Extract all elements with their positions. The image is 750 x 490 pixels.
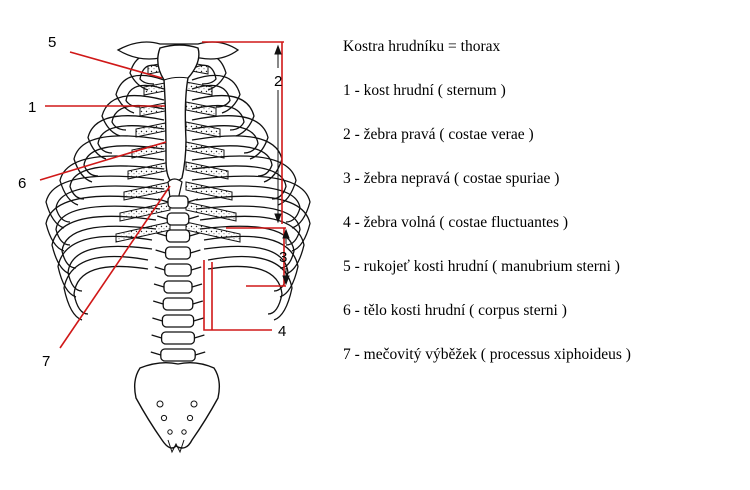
callout-number-2: 2 [274,73,282,90]
callout-number-4: 4 [278,323,286,340]
rib-left-inner [195,205,301,246]
vertebra [163,280,193,294]
rib-right [101,94,165,137]
rib-right [63,255,149,321]
callout-number-5: 5 [48,34,56,51]
legend-item-7: 7 - mečovitý výběžek ( processus xiphoid… [343,346,631,363]
rib-right [115,74,165,114]
rib-right [45,175,165,229]
rib-right [87,115,165,160]
vertebra-process [153,283,203,288]
rib-left [191,115,269,160]
rib-right [59,155,165,206]
legend: Kostra hrudníku = thorax 1 - kost hrudní… [343,36,743,388]
legend-item-1: 1 - kost hrudní ( sternum ) [343,82,506,99]
rib-left-inner [191,145,273,177]
rib-left [207,255,293,321]
vertebra-process [154,266,202,271]
rib-left-inner [191,84,231,108]
vertebra-process [157,198,199,203]
rib-right-inner [55,185,165,223]
sacral-foramina [156,400,198,454]
vertebra [164,263,192,277]
thorax-skeleton-diagram: 5 1 6 7 2 3 4 [18,34,311,454]
vertebra-process [153,300,203,305]
rib-left-inner [203,245,289,292]
rib-cage [45,54,311,321]
vertebra [160,331,196,345]
vertebra-process [151,334,205,339]
vertebra-process [157,215,199,220]
rib-right-inner [97,125,165,154]
rib-right [51,215,157,275]
callout-line-4 [203,260,272,331]
vertebra [166,212,190,226]
legend-item-3: 3 - žebra nepravá ( costae spuriae ) [343,170,560,187]
vertebra-process [152,317,204,322]
range-arrows [274,44,290,286]
cartilage-left [185,141,225,159]
vertebra [167,195,189,209]
vertebra-process [155,249,201,254]
legend-item-6: 6 - tělo kosti hrudní ( corpus sterni ) [343,302,567,319]
cartilage-left [185,221,241,243]
rib-left [191,175,311,229]
rib-left [195,195,311,252]
legend-item-2: 2 - žebra pravá ( costae verae ) [343,126,534,143]
rib-left-inner [191,104,245,131]
rib-right [45,195,161,252]
rib-right-inner [83,145,165,177]
vertebra [164,246,192,260]
legend-item-5: 5 - rukojeť kosti hrudní ( manubrium ste… [343,258,620,275]
vertebra [160,348,196,362]
rib-left [191,155,297,206]
rib-right-inner [69,165,165,200]
cartilage-right [127,161,171,180]
callout-line-6 [39,141,167,181]
vertebra [162,297,194,311]
vertebral-column [150,195,206,362]
rib-left [199,215,305,275]
cartilage-left [185,161,229,180]
callout-line-7 [59,185,171,349]
cartilage-right [135,121,171,138]
rib-right [57,235,153,298]
legend-title: Kostra hrudníku = thorax [343,38,501,55]
cartilage-left [185,121,221,138]
rib-left-inner [207,265,283,315]
rib-left-inner [191,125,259,154]
legend-item-4: 4 - žebra volná ( costae fluctuantes ) [343,214,569,231]
cartilage-right [115,221,171,243]
cartilage-left [185,101,217,117]
sternum [157,44,200,185]
sacrum [133,361,221,449]
callout-line-5 [69,51,163,79]
rib-right-inner [55,205,161,246]
vertebra-process [156,232,200,237]
rib-left [191,94,255,137]
rib-left-inner [191,185,301,223]
callout-number-3: 3 [279,249,287,266]
rib-right-inner [67,245,153,292]
vertebra-process [150,351,206,356]
manubrium-joint [163,76,189,81]
cartilage-left [185,181,233,201]
vertebra [165,229,191,243]
callout-number-1: 1 [28,99,36,116]
rib-left [191,74,241,114]
rib-left [203,235,299,298]
callout-number-7: 7 [42,353,50,370]
vertebra [161,314,195,328]
callout-number-6: 6 [18,175,26,192]
